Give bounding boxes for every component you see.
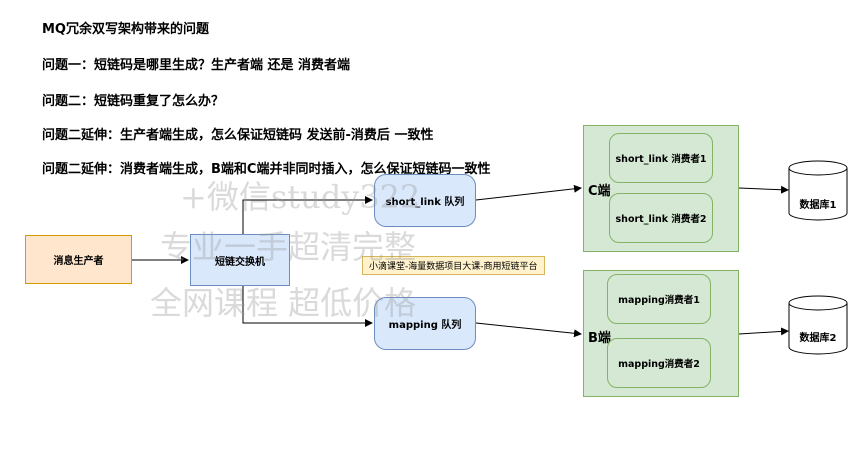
database-2-icon	[788, 295, 848, 355]
b-consumer-1: mapping消费者1	[607, 274, 711, 324]
producer-node: 消息生产者	[25, 235, 132, 284]
b-end-label: B端	[588, 331, 611, 346]
edge-mapping-queue-b-end	[475, 322, 582, 338]
question-1: 问题一：短链码是哪里生成？生产者端 还是 消费者端	[42, 58, 351, 73]
switch-node: 短链交换机	[190, 234, 290, 286]
edge-switch-short-queue	[242, 196, 373, 234]
short-link-queue-node: short_link 队列	[374, 174, 476, 227]
c-consumer-2: short_link 消费者2	[609, 193, 713, 243]
b-consumer-2: mapping消费者2	[607, 338, 711, 388]
db2-label: 数据库2	[799, 333, 837, 344]
question-2: 问题二：短链码重复了怎么办？	[42, 94, 225, 109]
db1-label: 数据库1	[799, 200, 837, 211]
edge-switch-mapping-queue	[242, 286, 373, 327]
edge-c-end-db1	[738, 185, 789, 194]
database-1-icon	[788, 160, 848, 221]
mapping-queue-node: mapping 队列	[374, 297, 476, 350]
question-4: 问题二延伸：消费者端生成，B端和C端并非同时插入，怎么保证短链码一致性	[42, 162, 491, 177]
question-3: 问题二延伸：生产者端生成，怎么保证短链码 发送前-消费后 一致性	[42, 128, 434, 143]
edge-b-end-db2	[738, 327, 789, 336]
c-consumer-1: short_link 消费者1	[609, 133, 713, 183]
course-banner: 小滴课堂-海量数据项目大课-商用短链平台	[362, 256, 545, 275]
diagram-title: MQ冗余双写架构带来的问题	[42, 22, 209, 37]
c-end-label: C端	[588, 184, 611, 199]
edge-short-queue-c-end	[475, 184, 582, 201]
